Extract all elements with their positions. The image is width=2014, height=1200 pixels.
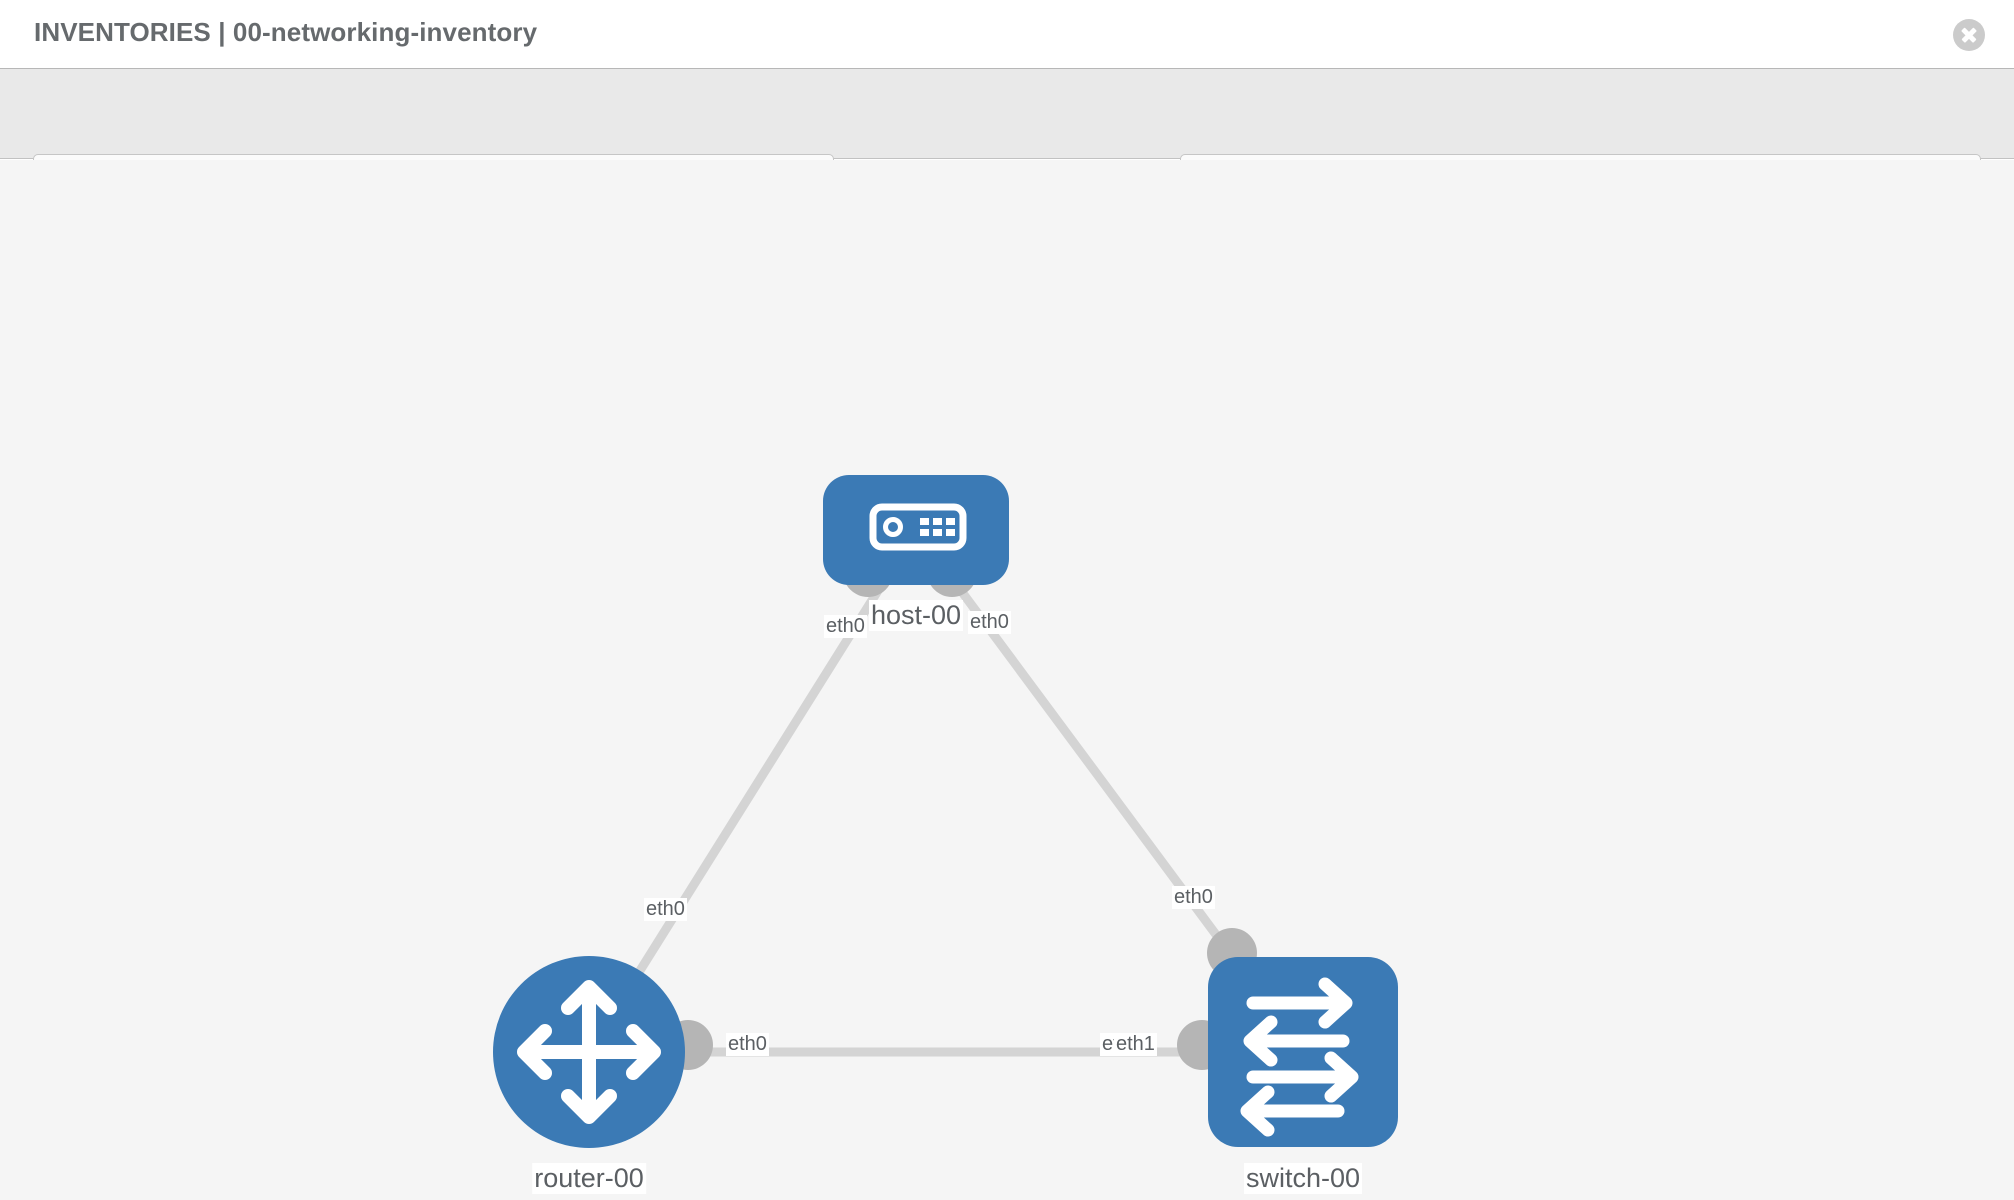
toolbar: ACTIONS SEARCH [0, 69, 2014, 203]
topology-graph [493, 475, 1398, 1148]
router-arrows-icon [517, 980, 661, 1124]
node-switch-00[interactable] [1208, 957, 1398, 1147]
node-host-00[interactable] [823, 475, 1009, 585]
server-icon [869, 503, 967, 551]
topology-canvas[interactable]: host-00 router-00 switch-00 eth0 eth0 et… [0, 160, 2014, 1200]
node-router-00[interactable] [493, 956, 685, 1148]
interface-connectors [663, 547, 1257, 1070]
close-icon[interactable] [1953, 19, 1985, 51]
page-header: INVENTORIES | 00-networking-inventory [0, 0, 2014, 69]
page-title: INVENTORIES | 00-networking-inventory [34, 17, 538, 47]
switch-arrows-icon [1240, 977, 1359, 1137]
